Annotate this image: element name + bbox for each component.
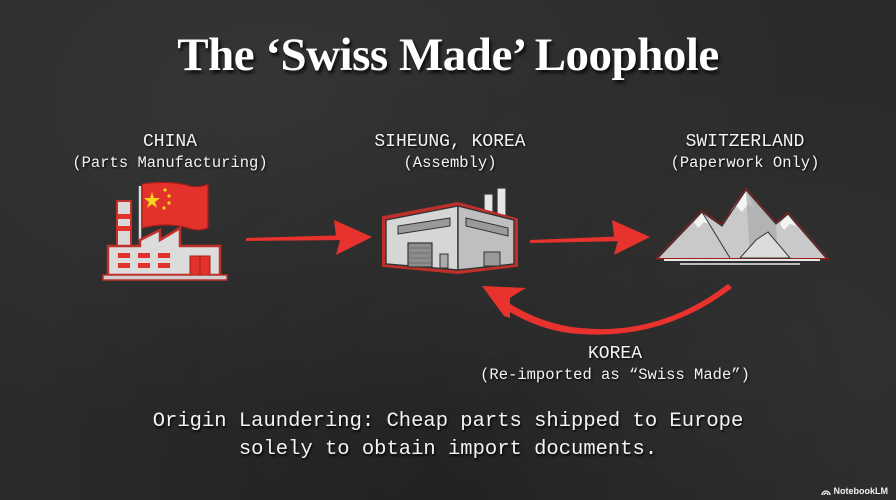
- node-role: (Parts Manufacturing): [72, 154, 268, 172]
- return-flow-label: KOREA (Re-imported as “Swiss Made”): [455, 344, 775, 386]
- arrow-korea-to-switzerland: [530, 220, 650, 255]
- node-label-korea: SIHEUNG, KOREA (Assembly): [330, 132, 570, 174]
- node-role: (Paperwork Only): [670, 154, 820, 172]
- return-node-role: (Re-imported as “Swiss Made”): [480, 366, 750, 384]
- factory-building-icon: [382, 187, 518, 275]
- caption-line-1: Origin Laundering: Cheap parts shipped t…: [152, 410, 744, 433]
- arrow-china-to-korea: [246, 220, 372, 255]
- node-name: SWITZERLAND: [685, 132, 805, 152]
- branding-badge: NotebookLM: [820, 486, 889, 496]
- caption: Origin Laundering: Cheap parts shipped t…: [0, 408, 896, 464]
- mountains-icon: [654, 187, 830, 265]
- factory-with-china-flag-icon: [102, 181, 228, 281]
- node-label-switzerland: SWITZERLAND (Paperwork Only): [630, 132, 860, 174]
- caption-line-2: solely to obtain import documents.: [238, 438, 658, 461]
- page-title: The ‘Swiss Made’ Loophole: [177, 29, 719, 81]
- notebooklm-logo-icon: [820, 490, 831, 495]
- node-role: (Assembly): [403, 154, 497, 172]
- node-label-china: CHINA (Parts Manufacturing): [40, 132, 300, 174]
- arrow-switzerland-to-korea: [482, 284, 732, 335]
- branding-label: NotebookLM: [833, 486, 889, 496]
- node-name: SIHEUNG, KOREA: [374, 132, 526, 152]
- return-node-name: KOREA: [587, 344, 642, 364]
- node-name: CHINA: [142, 132, 197, 152]
